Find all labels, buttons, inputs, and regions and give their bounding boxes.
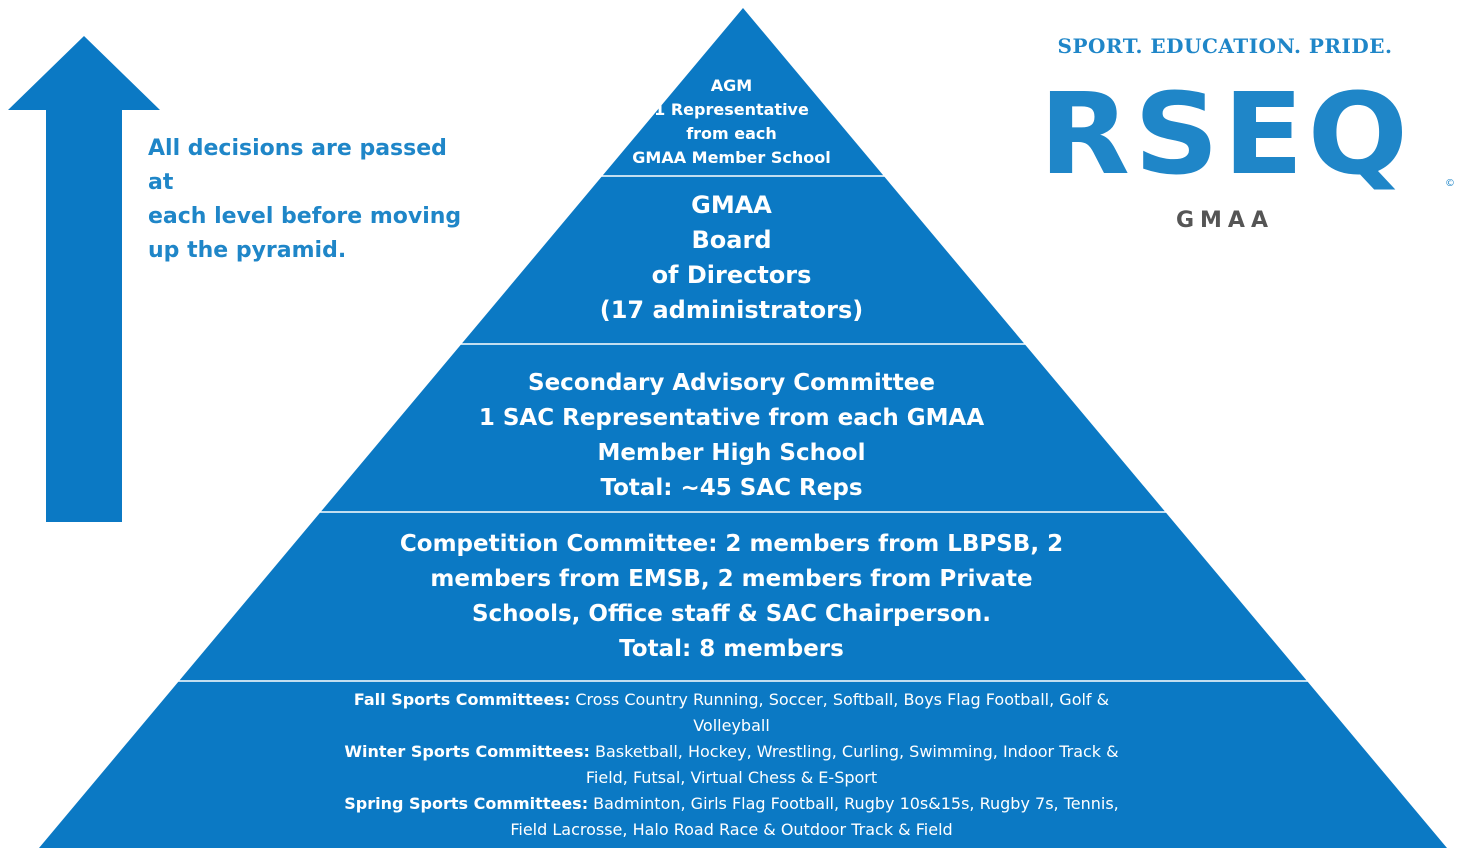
decision-flow-note: All decisions are passed at each level b… bbox=[148, 132, 478, 268]
sac-line-2: 1 SAC Representative from each GMAA bbox=[478, 405, 985, 431]
winter-list: Basketball, Hockey, Wrestling, Curling, … bbox=[589, 742, 1119, 761]
fall-row: Fall Sports Committees: Cross Country Ru… bbox=[0, 687, 1463, 713]
sac-line-3: Member High School bbox=[597, 440, 866, 466]
spring-label: Spring Sports Committees: bbox=[344, 794, 589, 813]
fall-row-cont: Volleyball bbox=[693, 716, 770, 735]
rseq-gmaa-logo: SPORT. EDUCATION. PRIDE. RSEQ © GMAA bbox=[1005, 28, 1460, 238]
logo-subtitle: GMAA bbox=[1175, 208, 1274, 233]
tier-agm: AGM 1 Representative from each GMAA Memb… bbox=[0, 74, 1463, 170]
note-line-2: each level before moving bbox=[148, 204, 462, 229]
agm-line-3: from each bbox=[686, 124, 777, 143]
note-line-1: All decisions are passed at bbox=[148, 136, 447, 195]
competition-line-4: Total: 8 members bbox=[619, 636, 844, 662]
up-arrow-icon bbox=[8, 36, 160, 522]
winter-row-cont: Field, Futsal, Virtual Chess & E-Sport bbox=[585, 768, 878, 787]
agm-line-4: GMAA Member School bbox=[632, 148, 831, 167]
agm-line-1: AGM bbox=[710, 76, 753, 95]
logo-wordmark: RSEQ bbox=[1039, 68, 1412, 200]
competition-line-2: members from EMSB, 2 members from Privat… bbox=[430, 566, 1033, 592]
winter-row: Winter Sports Committees: Basketball, Ho… bbox=[0, 739, 1463, 765]
note-line-3: up the pyramid. bbox=[148, 238, 347, 263]
spring-row: Spring Sports Committees: Badminton, Gir… bbox=[0, 791, 1463, 817]
board-line-1: GMAA bbox=[691, 191, 772, 219]
competition-line-1: Competition Committee: 2 members from LB… bbox=[399, 531, 1064, 557]
fall-list: Cross Country Running, Soccer, Softball,… bbox=[570, 690, 1110, 709]
pyramid-body bbox=[39, 8, 1447, 848]
board-line-4: (17 administrators) bbox=[599, 296, 864, 324]
tier-sac: Secondary Advisory Committee 1 SAC Repre… bbox=[0, 366, 1463, 506]
agm-line-2: 1 Representative bbox=[654, 100, 809, 119]
tier-sports-committees: Fall Sports Committees: Cross Country Ru… bbox=[0, 687, 1463, 843]
board-line-3: of Directors bbox=[651, 261, 812, 289]
fall-label: Fall Sports Committees: bbox=[353, 690, 571, 709]
board-line-2: Board bbox=[691, 226, 772, 254]
copyright-icon: © bbox=[1445, 178, 1455, 189]
sac-line-4: Total: ~45 SAC Reps bbox=[600, 475, 863, 501]
tier-competition: Competition Committee: 2 members from LB… bbox=[0, 527, 1463, 667]
spring-row-cont: Field Lacrosse, Halo Road Race & Outdoor… bbox=[510, 820, 953, 839]
tier-board: GMAA Board of Directors (17 administrato… bbox=[0, 188, 1463, 328]
winter-label: Winter Sports Committees: bbox=[344, 742, 590, 761]
spring-list: Badminton, Girls Flag Football, Rugby 10… bbox=[588, 794, 1119, 813]
competition-line-3: Schools, Office staff & SAC Chairperson. bbox=[471, 601, 992, 627]
logo-tagline: SPORT. EDUCATION. PRIDE. bbox=[1057, 34, 1393, 58]
sac-line-1: Secondary Advisory Committee bbox=[528, 370, 935, 396]
